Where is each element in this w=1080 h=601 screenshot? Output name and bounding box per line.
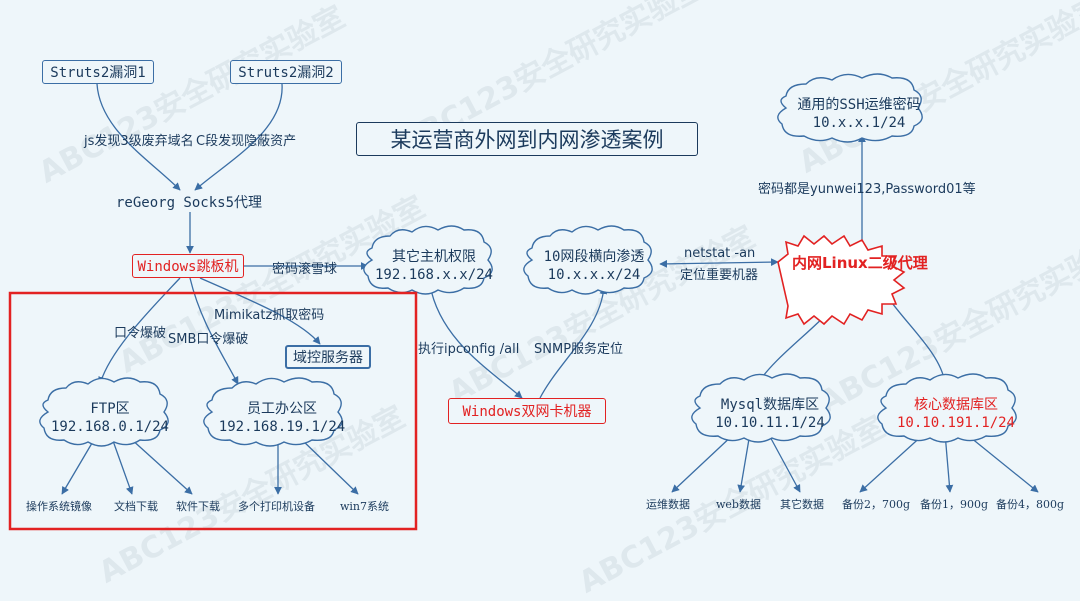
node-windows-dual-nic: Windows双网卡机器	[448, 398, 606, 424]
node-struts2-vuln-1: Struts2漏洞1	[42, 60, 154, 84]
edge-label-smb-brute: SMB口令爆破	[168, 332, 249, 347]
node-label: 10网段横向渗透	[543, 249, 645, 265]
node-domain-controller: 域控服务器	[285, 345, 371, 369]
leaf-other-data: 其它数据	[780, 498, 824, 511]
node-windows-jump-host: Windows跳板机	[132, 254, 244, 278]
diagram-canvas: ABC123安全研究实验室 ABC123安全研究实验室 ABC123安全研究实验…	[8, 0, 1080, 601]
node-subnet: 10.10.11.1/24	[715, 415, 825, 431]
leaf-printers: 多个打印机设备	[238, 500, 315, 513]
node-label: 通用的SSH运维密码	[797, 97, 921, 113]
node-subnet: 10.x.x.x/24	[547, 267, 641, 283]
leaf-win7: win7系统	[340, 500, 390, 513]
leaf-backup-2: 备份2，700g	[842, 498, 911, 511]
leaf-software: 软件下载	[176, 500, 220, 513]
page-title: 某运营商外网到内网渗透案例	[356, 122, 698, 156]
node-label: 其它主机权限	[392, 249, 476, 265]
node-ssh-password: 通用的SSH运维密码 10.x.x.1/24	[784, 88, 934, 140]
node-office-zone: 员工办公区 192.168.19.1/24	[210, 392, 354, 444]
node-other-hosts: 其它主机权限 192.168.x.x/24	[370, 240, 498, 292]
node-ftp-zone: FTP区 192.168.0.1/24	[46, 392, 174, 444]
edge-label-locate-machine: 定位重要机器	[680, 268, 759, 283]
edge-label-snmp: SNMP服务定位	[534, 342, 624, 357]
leaf-ops-data: 运维数据	[646, 498, 690, 511]
node-lateral-movement: 10网段横向渗透 10.x.x.x/24	[530, 240, 658, 292]
node-subnet: 10.10.191.1/24	[896, 415, 1015, 431]
edge-label-brute-force: 口令爆破	[114, 326, 167, 341]
node-subnet: 192.168.0.1/24	[50, 419, 169, 435]
leaf-docs: 文档下载	[114, 500, 158, 513]
node-label: 核心数据库区	[914, 397, 998, 413]
node-label: 员工办公区	[247, 401, 317, 417]
node-label: FTP区	[90, 401, 130, 417]
leaf-backup-1: 备份1，900g	[920, 498, 989, 511]
edge-label-ipconfig: 执行ipconfig /all	[418, 342, 520, 357]
leaf-web-data: web数据	[716, 498, 761, 511]
leaf-os-image: 操作系统镜像	[26, 500, 92, 513]
node-regeorg-proxy: reGeorg Socks5代理	[116, 195, 263, 211]
edge-label-shared-password: 密码都是yunwei123,Password01等	[758, 182, 976, 197]
leaf-backup-4: 备份4，800g	[996, 498, 1065, 511]
node-subnet: 192.168.19.1/24	[218, 419, 346, 435]
edge-label-c-segment: C段发现隐蔽资产	[196, 134, 297, 149]
connector-layer	[8, 73, 1039, 531]
node-mysql-zone: Mysql数据库区 10.10.11.1/24	[698, 388, 842, 440]
node-linux-proxy: 内网Linux二级代理	[792, 254, 928, 272]
node-subnet: 192.168.x.x/24	[374, 267, 493, 283]
edge-label-password-snowball: 密码滚雪球	[272, 262, 338, 277]
node-subnet: 10.x.x.1/24	[812, 115, 906, 131]
edge-label-netstat: netstat -an	[684, 246, 756, 261]
edge-label-js-domain: js发现3级废弃域名	[84, 134, 194, 149]
node-core-db-zone: 核心数据库区 10.10.191.1/24	[884, 388, 1028, 440]
node-label: Mysql数据库区	[720, 397, 820, 413]
node-struts2-vuln-2: Struts2漏洞2	[230, 60, 342, 84]
edge-label-mimikatz: Mimikatz抓取密码	[214, 308, 325, 323]
